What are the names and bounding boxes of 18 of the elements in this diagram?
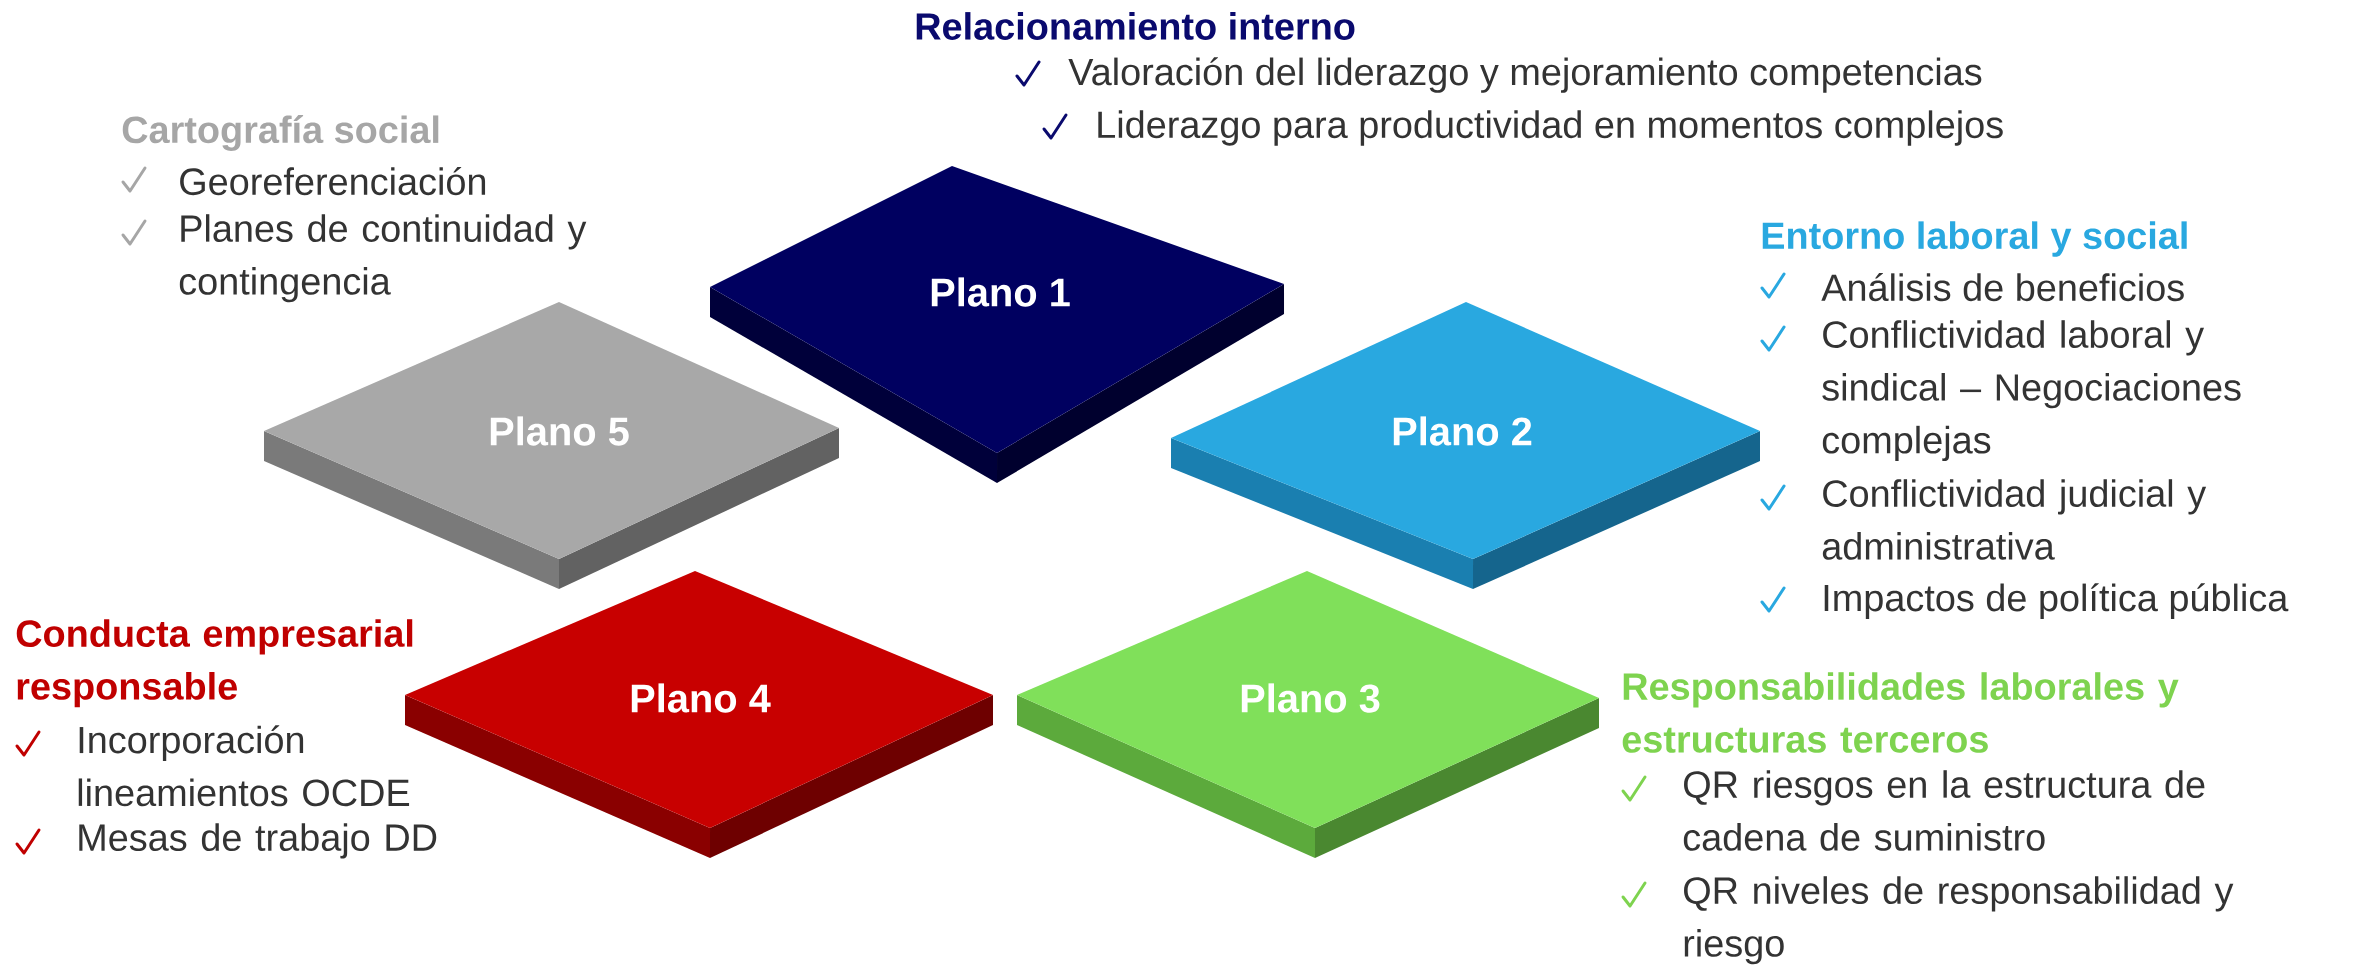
diamond-slab: Plano 3 (1017, 571, 1599, 858)
bullet-text: QR niveles de responsabilidad y riesgo (1684, 876, 2234, 965)
section-heading: Relacionamiento interno (916, 12, 1355, 40)
bullet-text: Impactos de política pública (1824, 583, 2289, 619)
bullet-text: Conflictividad laboral y sindical – Negociaciones complejas (1822, 320, 2241, 462)
bullet-text: Conflictividad judicial y administrativa (1822, 479, 2207, 560)
bullet-text: QR riesgos en la estructura de cadena de suministro (1683, 770, 2205, 851)
section-heading: Cartografía social (122, 115, 439, 151)
bullet-text: Valoración del liderazgo y mejoramiento competencias (1068, 57, 1982, 93)
diamond-slab: Plano 5 (264, 302, 839, 589)
bullet-text: Liderazgo para productividad en momentos complejos (1098, 110, 2003, 146)
section-heading: Entorno laboral y social (1762, 221, 2187, 257)
bullet-text: Análisis de beneficios (1821, 272, 2184, 302)
diamond-slab: Plano 2 (1171, 302, 1760, 589)
bullet-text: Georeferenciación (180, 166, 486, 196)
section-heading: Responsabilidades laborales y estructuras terceros (1622, 672, 2179, 753)
bullet-text: Planes de continuidad y contingencia (179, 214, 587, 303)
diamond-slab: Plano 1 (710, 166, 1284, 483)
